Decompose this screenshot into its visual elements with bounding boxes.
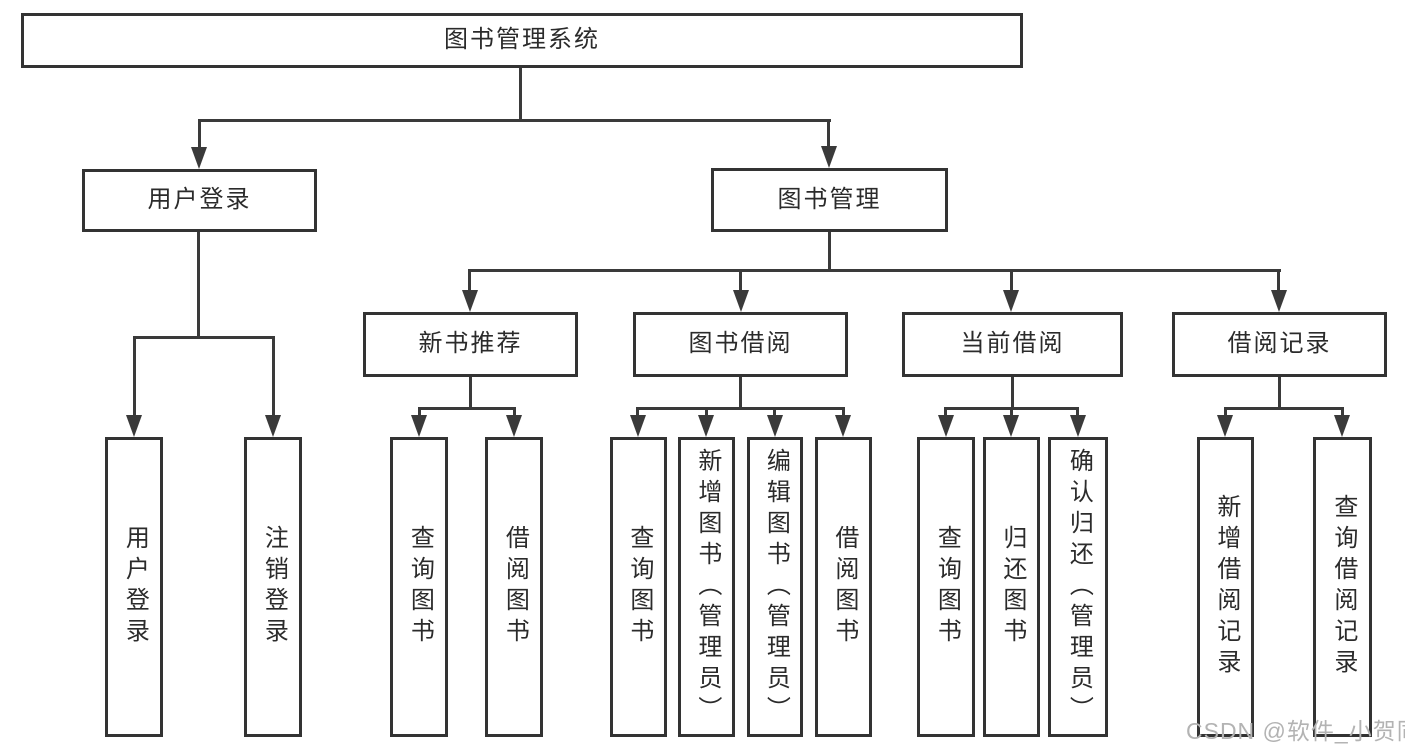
- connector-arrow-shaft: [773, 407, 776, 419]
- node-new-book-recommend: 新书推荐: [363, 312, 578, 377]
- arrowhead-down: [1070, 415, 1086, 437]
- connector-user-login-stem: [197, 232, 200, 337]
- node-current-borrow: 当前借阅: [902, 312, 1123, 377]
- connector-arrow-shaft: [1224, 407, 1227, 419]
- connector-arrow-shaft: [1076, 407, 1079, 419]
- connector-arrow-shaft: [1277, 269, 1280, 292]
- node-user-login: 用户登录: [82, 169, 317, 232]
- watermark: CSDN @软件_小贺同学: [1186, 718, 1405, 744]
- connector-root-rail: [198, 119, 831, 122]
- arrowhead-down: [411, 415, 427, 437]
- connector-arrow-shaft: [739, 269, 742, 292]
- leaf-return-book: 归还图书: [983, 437, 1040, 737]
- leaf-add-borrow-record: 新增借阅记录: [1197, 437, 1254, 737]
- leaf-add-book-admin: 新增图书（管理员）: [678, 437, 735, 737]
- arrowhead-down: [698, 415, 714, 437]
- connector-arrow-shaft: [827, 119, 830, 149]
- arrowhead-down: [1271, 290, 1287, 312]
- arrowhead-down: [462, 290, 478, 312]
- connector-arrow-shaft: [418, 407, 421, 419]
- arrowhead-down: [1003, 290, 1019, 312]
- connector-arrow-shaft: [842, 407, 845, 419]
- arrowhead-down: [1003, 415, 1019, 437]
- arrowhead-down: [821, 146, 837, 168]
- arrowhead-down: [506, 415, 522, 437]
- arrowhead-down: [265, 415, 281, 437]
- connector-arrow-shaft: [944, 407, 947, 419]
- connector-recommend-rail: [418, 407, 516, 410]
- arrowhead-down: [835, 415, 851, 437]
- connector-arrow-shaft: [272, 336, 275, 417]
- connector-current-stem: [1011, 377, 1014, 409]
- connector-arrow-shaft: [133, 336, 136, 417]
- node-library-system-root: 图书管理系统: [21, 13, 1023, 68]
- connector-borrow-rail: [636, 407, 845, 410]
- leaf-borrow-book: 借阅图书: [815, 437, 872, 737]
- connector-arrow-shaft: [636, 407, 639, 419]
- node-book-borrow: 图书借阅: [633, 312, 848, 377]
- arrowhead-down: [733, 290, 749, 312]
- arrowhead-down: [1217, 415, 1233, 437]
- arrowhead-down: [630, 415, 646, 437]
- leaf-borrow-book-recommend: 借阅图书: [485, 437, 543, 737]
- connector-recommend-stem: [469, 377, 472, 409]
- leaf-user-login: 用户登录: [105, 437, 163, 737]
- connector-user-login-rail: [133, 336, 275, 339]
- connector-arrow-shaft: [468, 269, 471, 292]
- leaf-logout: 注销登录: [244, 437, 302, 737]
- connector-arrow-shaft: [1010, 269, 1013, 292]
- leaf-query-book-current: 查询图书: [917, 437, 975, 737]
- arrowhead-down: [191, 147, 207, 169]
- arrowhead-down: [938, 415, 954, 437]
- node-borrow-records: 借阅记录: [1172, 312, 1387, 377]
- connector-arrow-shaft: [1341, 407, 1344, 419]
- connector-borrow-stem: [739, 377, 742, 409]
- connector-book-mgmt-rail: [468, 269, 1281, 272]
- connector-arrow-shaft: [198, 119, 201, 149]
- connector-arrow-shaft: [513, 407, 516, 419]
- connector-root-stem: [519, 68, 522, 121]
- connector-arrow-shaft: [705, 407, 708, 419]
- leaf-edit-book-admin: 编辑图书（管理员）: [747, 437, 803, 737]
- connector-records-rail: [1224, 407, 1344, 410]
- arrowhead-down: [1334, 415, 1350, 437]
- node-book-management: 图书管理: [711, 168, 948, 232]
- connector-book-mgmt-stem: [828, 232, 831, 271]
- leaf-query-borrow-record: 查询借阅记录: [1313, 437, 1372, 737]
- arrowhead-down: [126, 415, 142, 437]
- leaf-query-book-recommend: 查询图书: [390, 437, 448, 737]
- connector-arrow-shaft: [1010, 407, 1013, 419]
- arrowhead-down: [767, 415, 783, 437]
- leaf-confirm-return-admin: 确认归还（管理员）: [1048, 437, 1108, 737]
- connector-records-stem: [1278, 377, 1281, 409]
- leaf-query-book-borrow: 查询图书: [610, 437, 667, 737]
